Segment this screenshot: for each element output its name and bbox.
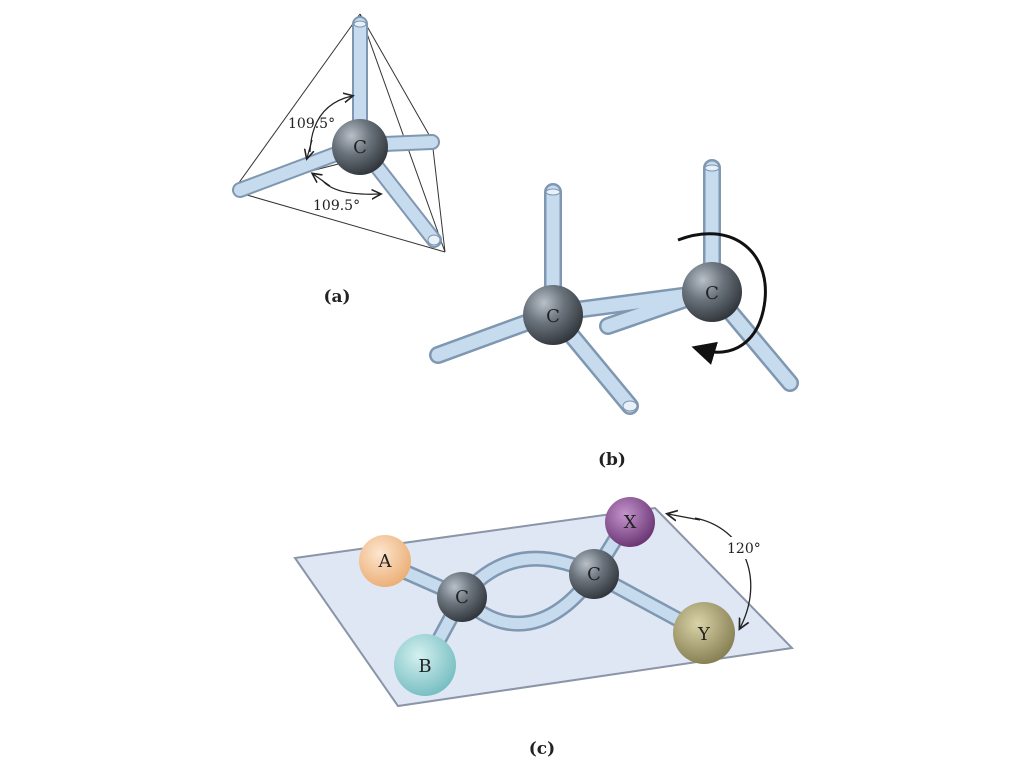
carbon-atom-b-right	[682, 262, 742, 322]
angle-label-bottom: 109.5°	[313, 198, 360, 214]
carbon-atom-b-left	[523, 285, 583, 345]
substituent-b: B	[394, 634, 456, 696]
panel-c: A B X Y C C 120° (c)	[293, 497, 795, 759]
carbon-label-c-right: C	[587, 564, 601, 585]
angle-label-top: 109.5°	[288, 116, 335, 132]
panel-b-label: (b)	[598, 450, 626, 470]
carbon-atom-c-left	[437, 572, 487, 622]
svg-text:B: B	[418, 656, 431, 677]
carbon-label-b-right: C	[705, 283, 719, 304]
angle-arrow-top-start	[307, 139, 312, 158]
panel-a: C 109.5° 109.5° (a)	[232, 13, 446, 307]
angle-label-120: 120°	[727, 541, 761, 557]
angle-arrow-120-start	[668, 514, 701, 520]
angle-label-bg	[722, 537, 774, 559]
carbon-label-b-left: C	[546, 306, 560, 327]
substituent-a: A	[359, 535, 411, 587]
svg-text:Y: Y	[697, 624, 711, 645]
carbon-label-c-left: C	[455, 587, 469, 608]
panel-b: C C (b)	[429, 159, 799, 470]
carbon-label-a: C	[353, 137, 367, 158]
carbon-atom-a	[332, 119, 388, 175]
carbon-atom-c-right	[569, 549, 619, 599]
panel-a-label: (a)	[323, 287, 350, 307]
svg-text:X: X	[624, 512, 637, 533]
substituent-y: Y	[673, 602, 735, 664]
angle-arrow-bottom	[321, 179, 380, 194]
svg-text:A: A	[378, 551, 393, 572]
angle-arrow-bottom-start	[313, 174, 331, 187]
substituent-x: X	[605, 497, 655, 547]
panel-c-label: (c)	[529, 739, 555, 759]
rotation-arrow	[677, 232, 767, 365]
